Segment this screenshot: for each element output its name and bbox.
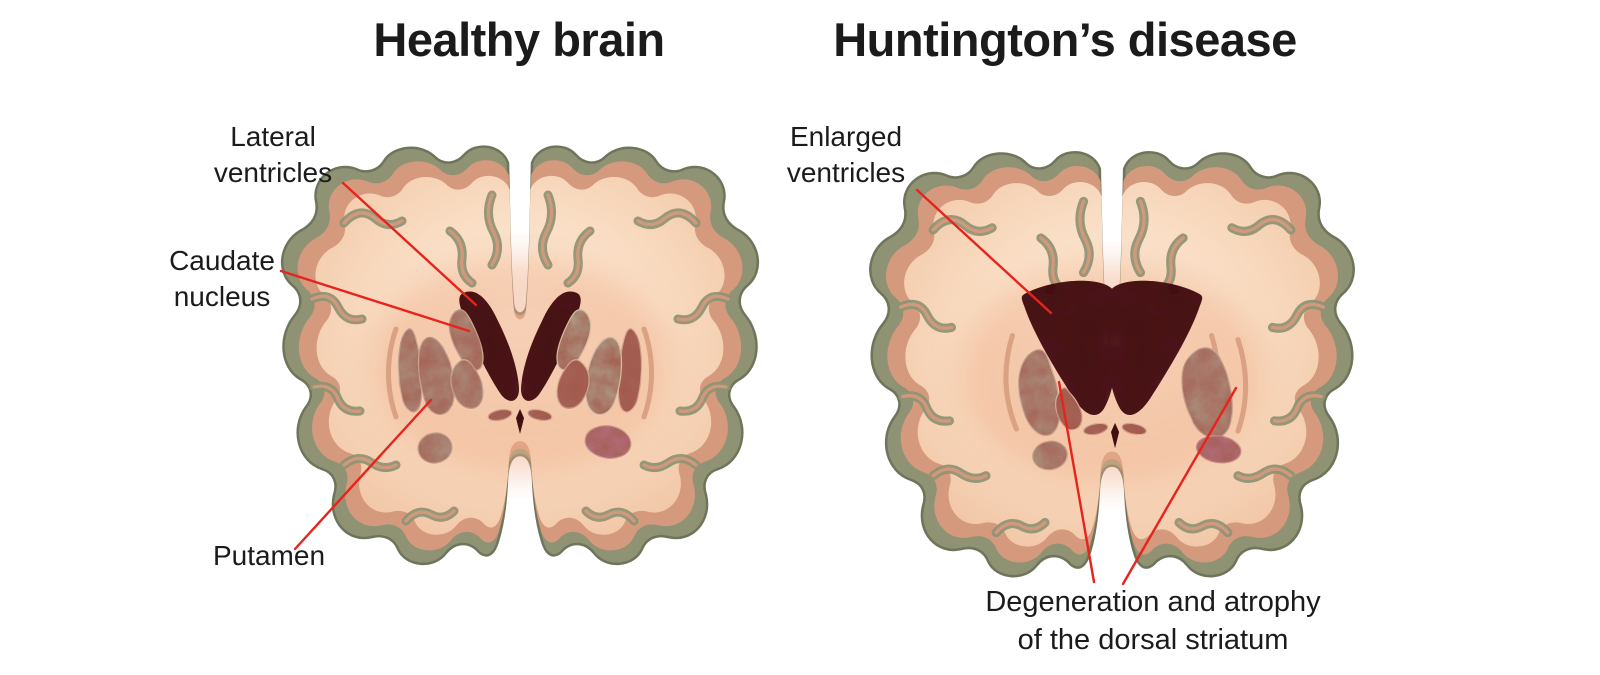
healthy-structures-right	[521, 291, 654, 420]
huntingtons-brain-illustration	[869, 150, 1355, 578]
healthy-structures-left	[386, 291, 519, 467]
label-degeneration: Degeneration and atrophy of the dorsal s…	[985, 586, 1321, 656]
thalamus-blob-right	[582, 422, 634, 462]
putamen-shape	[397, 328, 456, 416]
label-lateral-ventricles: Lateral ventricles	[213, 121, 333, 188]
compressed-capsule	[1003, 332, 1020, 432]
healthy-brain-illustration	[280, 145, 760, 566]
label-caudate-nucleus: Caudate nucleus	[169, 245, 275, 312]
label-enlarged-ventricles: Enlarged ventricles	[786, 121, 906, 188]
third-ventricle-and-midline	[486, 407, 554, 434]
globus-pallidus-shape	[450, 359, 484, 409]
label-putamen: Putamen	[212, 540, 326, 571]
huntingtons-disease-title: Huntington’s disease	[833, 13, 1297, 66]
healthy-brain-title: Healthy brain	[373, 13, 665, 66]
